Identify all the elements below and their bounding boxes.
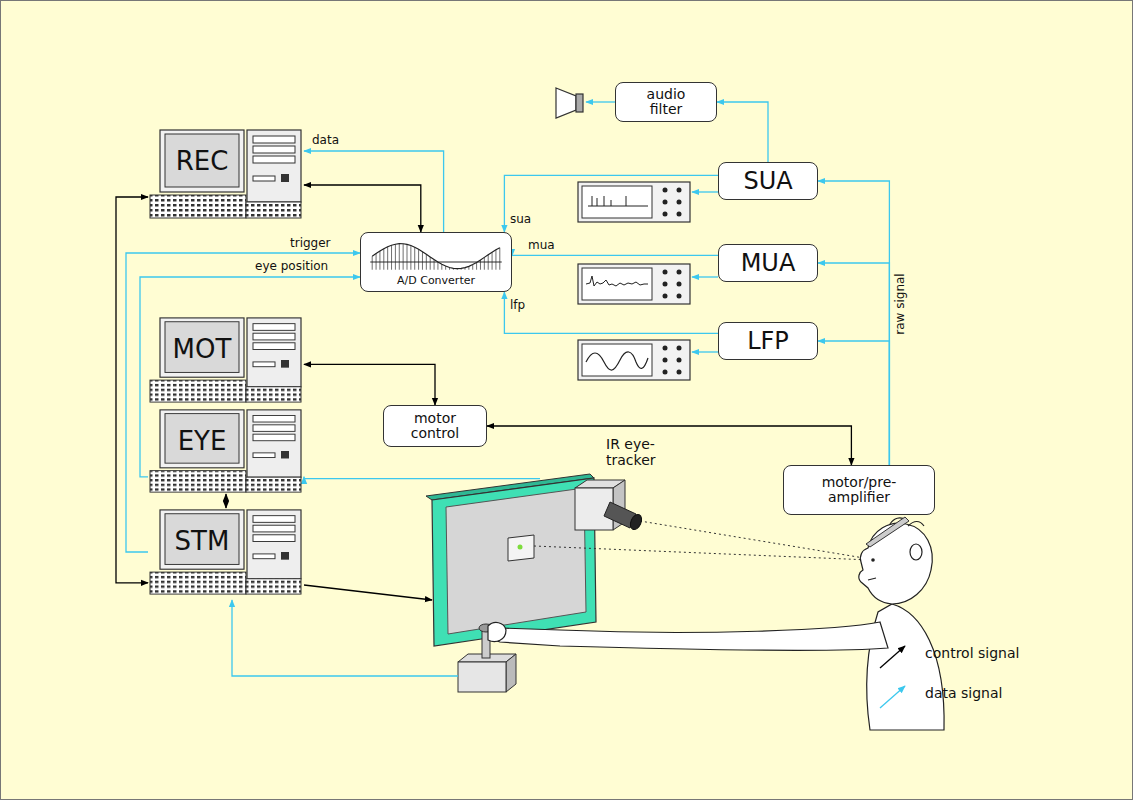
signal-label: eye position	[255, 259, 328, 273]
screen-area: STM	[165, 514, 239, 567]
mua-box: MUA	[718, 244, 818, 282]
tracker-caption: IR eye-tracker	[606, 436, 688, 468]
node-label: MOT	[173, 334, 232, 364]
legend-sample-control	[880, 646, 905, 668]
gaze-line	[534, 546, 870, 560]
ir-eye-tracker: IR eye-tracker	[540, 436, 690, 548]
control-connector	[116, 197, 148, 583]
monkey	[488, 518, 944, 730]
control-connector	[487, 426, 851, 465]
electrode	[866, 517, 909, 547]
data-connector	[126, 253, 360, 552]
node-label: A/D Converter	[397, 274, 475, 287]
data-connector	[818, 181, 889, 465]
legend-sample-data	[880, 686, 905, 708]
screen-area: REC	[165, 134, 239, 187]
control-connector	[304, 364, 435, 405]
scope-wire	[692, 351, 718, 352]
data-connector	[304, 477, 540, 479]
data-connector	[818, 263, 889, 465]
data-connector	[818, 341, 889, 465]
data-connector	[512, 255, 718, 257]
signal-label: raw signal	[893, 264, 907, 344]
lfp-box: LFP	[718, 322, 818, 360]
computer-stm: STM	[148, 508, 304, 596]
scope-wire	[692, 191, 718, 192]
computer-eye: EYE	[148, 408, 304, 494]
preamplifier-box: motor/pre-amplifier	[783, 465, 935, 515]
scope-wire	[692, 276, 718, 277]
audio-filter-box: audio filter	[615, 82, 717, 122]
legend-text: control signal	[925, 645, 1019, 661]
stimulus-screen	[426, 474, 596, 646]
signal-label: lfp	[510, 298, 525, 312]
data-connector	[304, 151, 444, 232]
scope-lfp	[578, 340, 690, 380]
node-label: motor/pre-amplifier	[803, 475, 915, 506]
node-label: audio filter	[631, 87, 701, 118]
signal-label: mua	[528, 238, 555, 252]
control-connector	[304, 185, 421, 232]
audio-wire	[586, 101, 615, 102]
scope-mua	[578, 264, 690, 304]
node-label: motor control	[395, 411, 475, 442]
signal-label: sua	[510, 212, 531, 226]
display-wire	[304, 585, 432, 600]
screen-area: EYE	[165, 414, 239, 467]
data-connector	[504, 292, 718, 333]
tracker-beam	[640, 521, 870, 559]
signal-label: trigger	[290, 236, 331, 250]
adc-caption: A/D Converter	[361, 269, 511, 288]
node-label: IR eye-tracker	[606, 436, 688, 468]
node-label: EYE	[178, 426, 227, 456]
joystick-wire	[232, 600, 458, 676]
ad-converter: A/D Converter	[360, 232, 512, 292]
sua-box: SUA	[718, 162, 818, 200]
motor-control-box: motor control	[383, 405, 487, 447]
legend-text: data signal	[925, 685, 1002, 701]
signal-label: data	[312, 133, 339, 147]
node-label: MUA	[741, 250, 796, 276]
screen-area: MOT	[165, 322, 239, 375]
computer-mot: MOT	[148, 316, 304, 404]
computer-rec: REC	[148, 128, 304, 220]
control-connector	[225, 494, 226, 508]
speaker	[556, 88, 583, 118]
scope-sua	[578, 182, 690, 222]
node-label: LFP	[747, 328, 789, 354]
data-connector	[504, 175, 718, 232]
node-label: SUA	[743, 168, 792, 194]
monkey-eye	[871, 558, 875, 562]
node-label: STM	[175, 526, 230, 556]
data-connector	[717, 102, 768, 162]
data-connector	[140, 277, 360, 477]
node-label: REC	[176, 146, 229, 176]
